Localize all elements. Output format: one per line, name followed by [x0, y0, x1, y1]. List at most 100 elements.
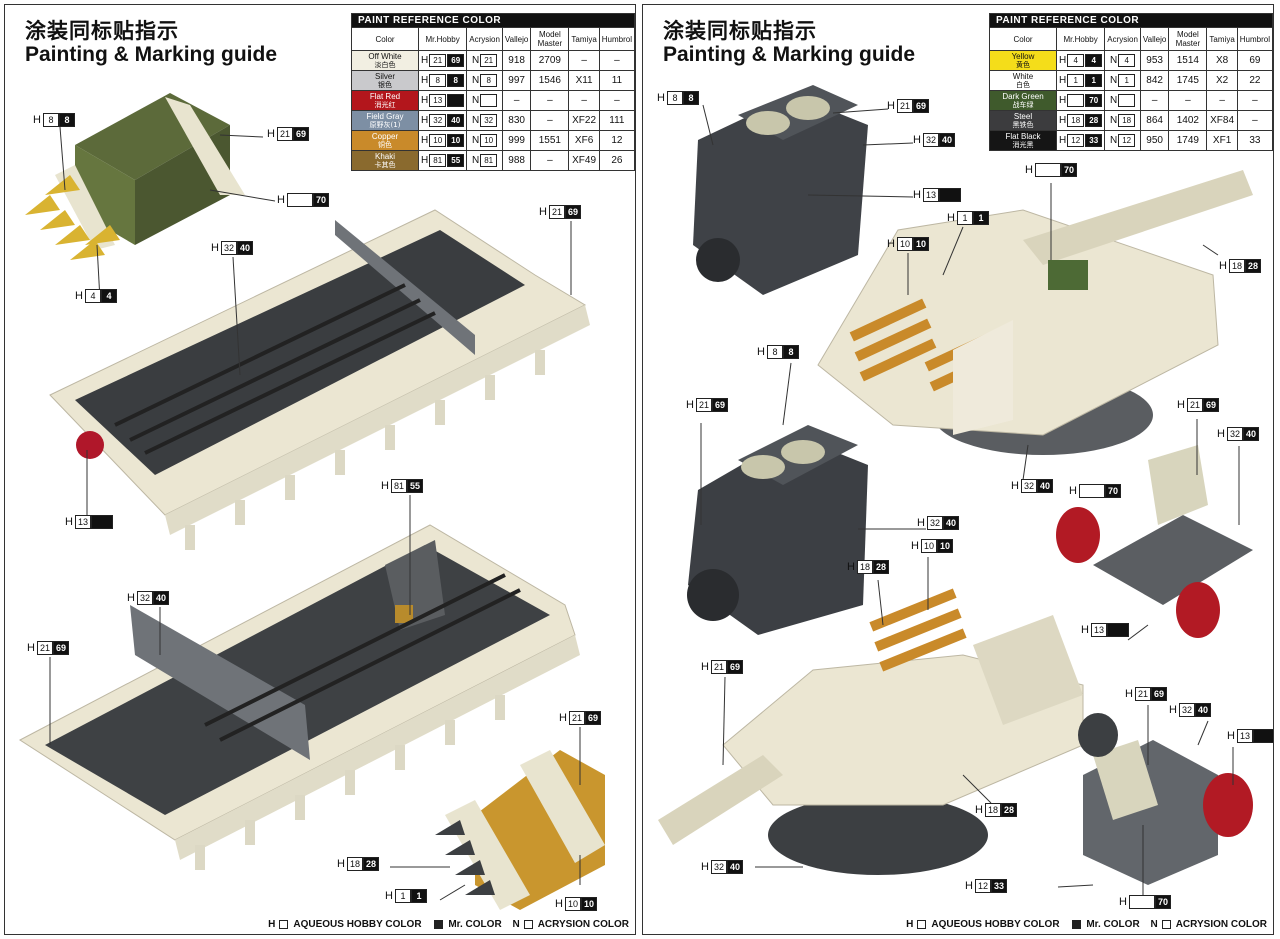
- paint-code-box: 10: [429, 134, 447, 147]
- humbrol-code: –: [1236, 110, 1273, 131]
- paint-reference-table: PAINT REFERENCE COLOR Color Mr.Hobby Acr…: [351, 13, 635, 171]
- color-name-en: Dark Green: [1002, 91, 1044, 101]
- color-name-en: White: [1012, 71, 1034, 81]
- paint-code-box: 1: [1118, 74, 1136, 87]
- paint-code-box: 21: [710, 660, 727, 674]
- paint-code-box: 70: [1154, 895, 1171, 909]
- tamiya-code: XF22: [568, 110, 600, 131]
- paint-code-box: 8: [782, 345, 799, 359]
- paint-code-box: H: [385, 890, 393, 902]
- paint-code-box: 28: [1000, 803, 1017, 817]
- paint-code-box: 70: [312, 193, 329, 207]
- paint-code-box: H: [421, 135, 429, 146]
- paint-code-box: 1: [410, 889, 427, 903]
- paint-code-box: H: [1177, 399, 1185, 411]
- paint-code-box: H: [539, 206, 547, 218]
- color-name-en: Silver: [374, 71, 395, 81]
- paint-code-box: H: [27, 642, 35, 654]
- tamiya-code: XF1: [1206, 130, 1238, 151]
- paint-code-box: H: [887, 100, 895, 112]
- paint-code-box: 28: [1244, 259, 1261, 273]
- paint-code-box: 1: [1085, 74, 1103, 87]
- paint-code-box: 55: [447, 154, 465, 167]
- turret-lower-illustration: [658, 588, 1084, 875]
- paint-code-box: H: [1011, 480, 1019, 492]
- paint-code-box: N: [1109, 135, 1118, 146]
- paint-code-box: 21: [568, 711, 585, 725]
- color-name-cn: 消光黑: [1012, 140, 1034, 149]
- paint-code-box: H: [701, 661, 709, 673]
- paint-code-box: H: [1227, 730, 1235, 742]
- paint-code-box: H: [757, 346, 765, 358]
- paint-code-box: H: [911, 540, 919, 552]
- vallejo-code: 997: [501, 70, 532, 91]
- color-name-en: Off White: [368, 51, 402, 61]
- paint-code-box: 13: [74, 515, 91, 529]
- humbrol-code: 11: [598, 70, 635, 91]
- tamiya-code: XF6: [568, 130, 600, 151]
- humbrol-code: 111: [598, 110, 635, 131]
- paint-code-box: 8: [429, 74, 447, 87]
- paint-code-box: H: [917, 517, 925, 529]
- title-english: Painting & Marking guide: [25, 43, 278, 66]
- paint-code-box: 4: [1067, 54, 1085, 67]
- paint-code-box: H: [701, 861, 709, 873]
- paint-code-box: H: [1069, 485, 1077, 497]
- paint-code-box: H: [1081, 624, 1089, 636]
- paint-code-box: H: [555, 898, 563, 910]
- paint-code-box: H: [913, 189, 921, 201]
- paint-code-box: 12: [974, 879, 991, 893]
- paint-code-box: [1128, 895, 1155, 909]
- paint-reference-table: PAINT REFERENCE COLOR Color Mr.Hobby Acr…: [989, 13, 1273, 151]
- paint-code-box: 69: [447, 54, 465, 67]
- paint-code-box: 32: [1226, 427, 1243, 441]
- acrysion-code: N: [1104, 90, 1141, 111]
- paint-code-box: 69: [564, 205, 581, 219]
- model-master-code: 1402: [1168, 110, 1208, 131]
- color-name-en: Yellow: [1011, 51, 1035, 61]
- paint-code-box: 40: [1036, 479, 1053, 493]
- paint-code-box: N: [1109, 115, 1118, 126]
- color-name-en: Flat Black: [1005, 131, 1041, 141]
- left-guide-sheet: 涂装同标贴指示 Painting & Marking guide: [4, 4, 636, 935]
- color-name-cn: 消光红: [374, 100, 396, 109]
- paint-code-box: 18: [856, 560, 873, 574]
- paint-code-box: 10: [920, 539, 937, 553]
- paint-code-box: 40: [447, 114, 465, 127]
- engine-and-turret-illustration: [658, 85, 1253, 900]
- paint-code-box: 1: [1067, 74, 1085, 87]
- wheeled-mount-illustration: [1056, 445, 1253, 638]
- paint-code-box: N: [1109, 55, 1118, 66]
- paint-code-box: 40: [726, 860, 743, 874]
- paint-code-box: 32: [429, 114, 447, 127]
- col-header-model-master: Model Master: [530, 27, 570, 51]
- paint-code-box: 21: [480, 54, 498, 67]
- paint-code-box: 69: [52, 641, 69, 655]
- paint-code-box: [447, 94, 465, 107]
- paint-code-box: 10: [936, 539, 953, 553]
- paint-code-box: 21: [1134, 687, 1151, 701]
- humbrol-code: 12: [598, 130, 635, 151]
- vallejo-code: 842: [1139, 70, 1170, 91]
- paint-code-box: 33: [1085, 134, 1103, 147]
